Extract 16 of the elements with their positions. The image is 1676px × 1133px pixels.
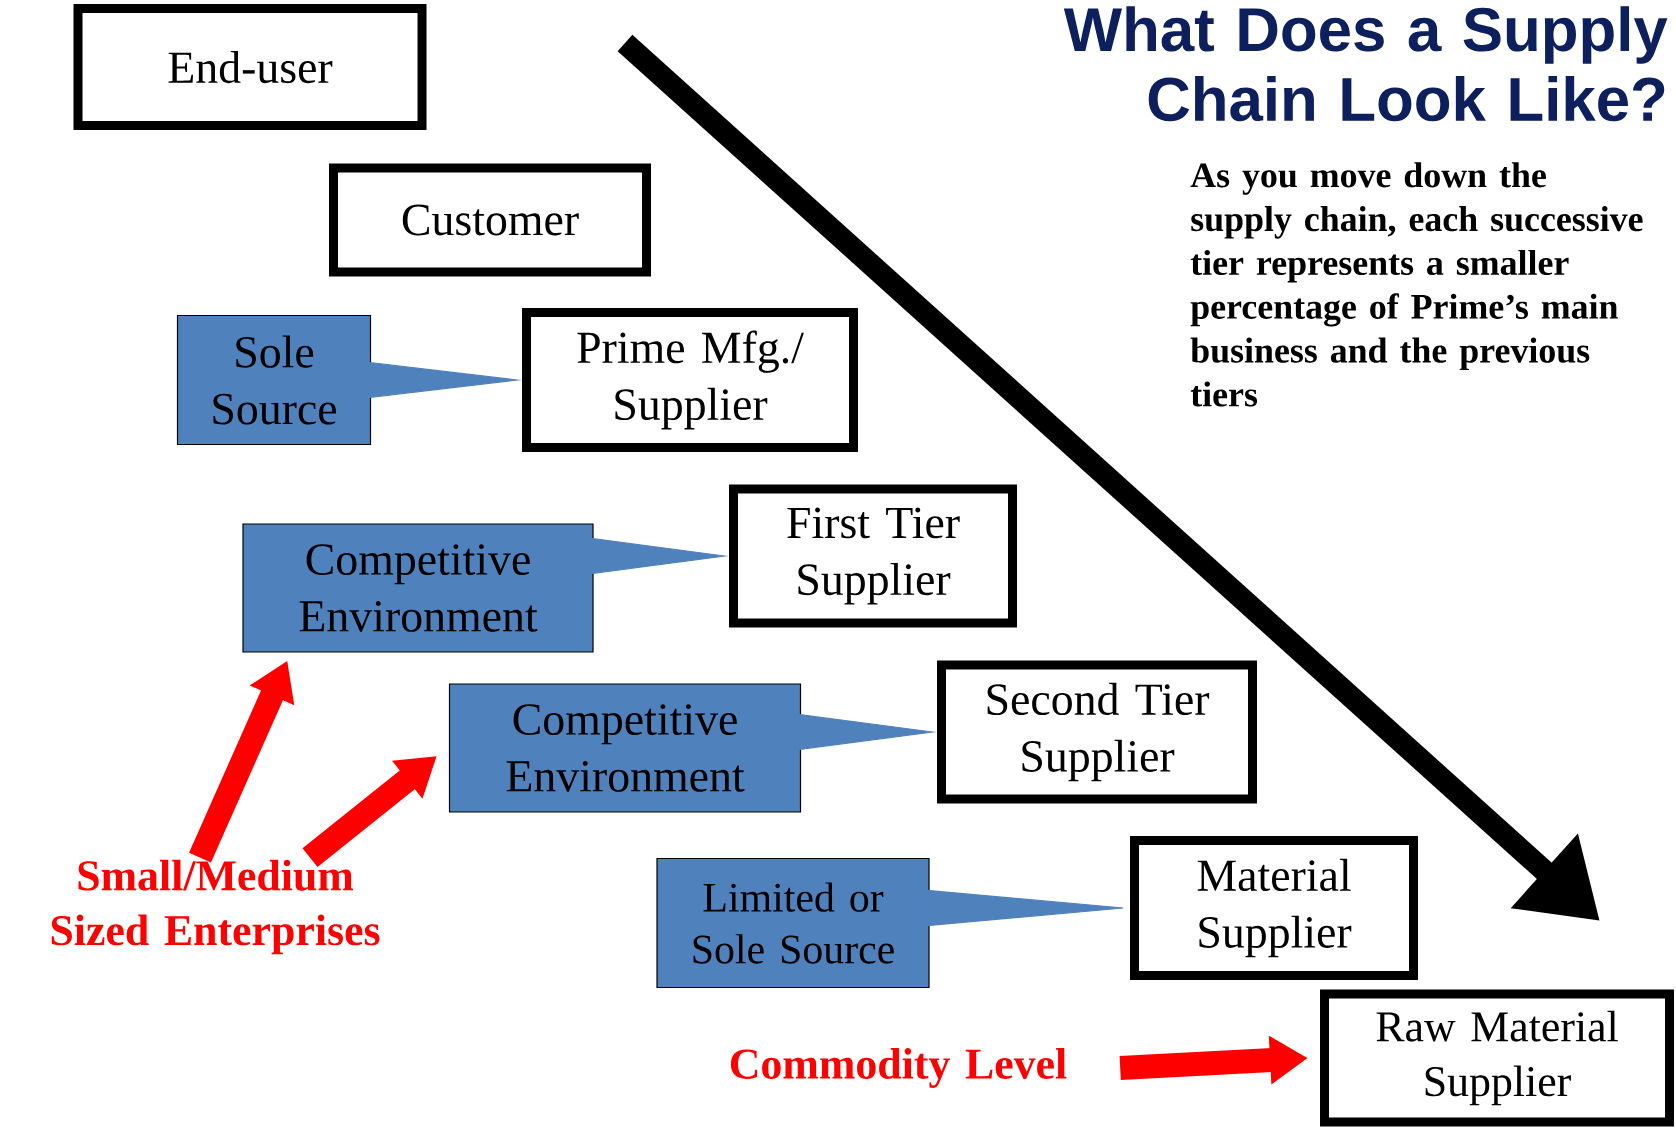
description-text: As you move down the supply chain, each successive tier represents a smaller percentage of Prime’s main business and the previous tiers [1190,162,1643,407]
title: What Does a Supply Chain Look Like? [1063,6,1668,122]
supplier-box: Raw Material Supplier [1320,989,1674,1127]
supplier-box: Second Tier Supplier [937,660,1257,804]
supplier-box: End-user [73,4,427,130]
callout-box: Sole Source [176,314,372,446]
category-label: Small/Medium Sized Enterprises [51,859,380,955]
category-label: Commodity Level [730,1048,1067,1088]
callout-box: Competitive Environment [448,683,802,813]
callout-box: Competitive Environment [242,523,594,653]
callout-box: Limited or Sole Source [656,857,930,989]
supplier-box: Customer [329,163,651,277]
supplier-box: Prime Mfg./ Supplier [522,308,858,452]
callout-pointer [926,889,1124,927]
supplier-box: Material Supplier [1130,836,1418,980]
supplier-box: First Tier Supplier [729,484,1017,628]
